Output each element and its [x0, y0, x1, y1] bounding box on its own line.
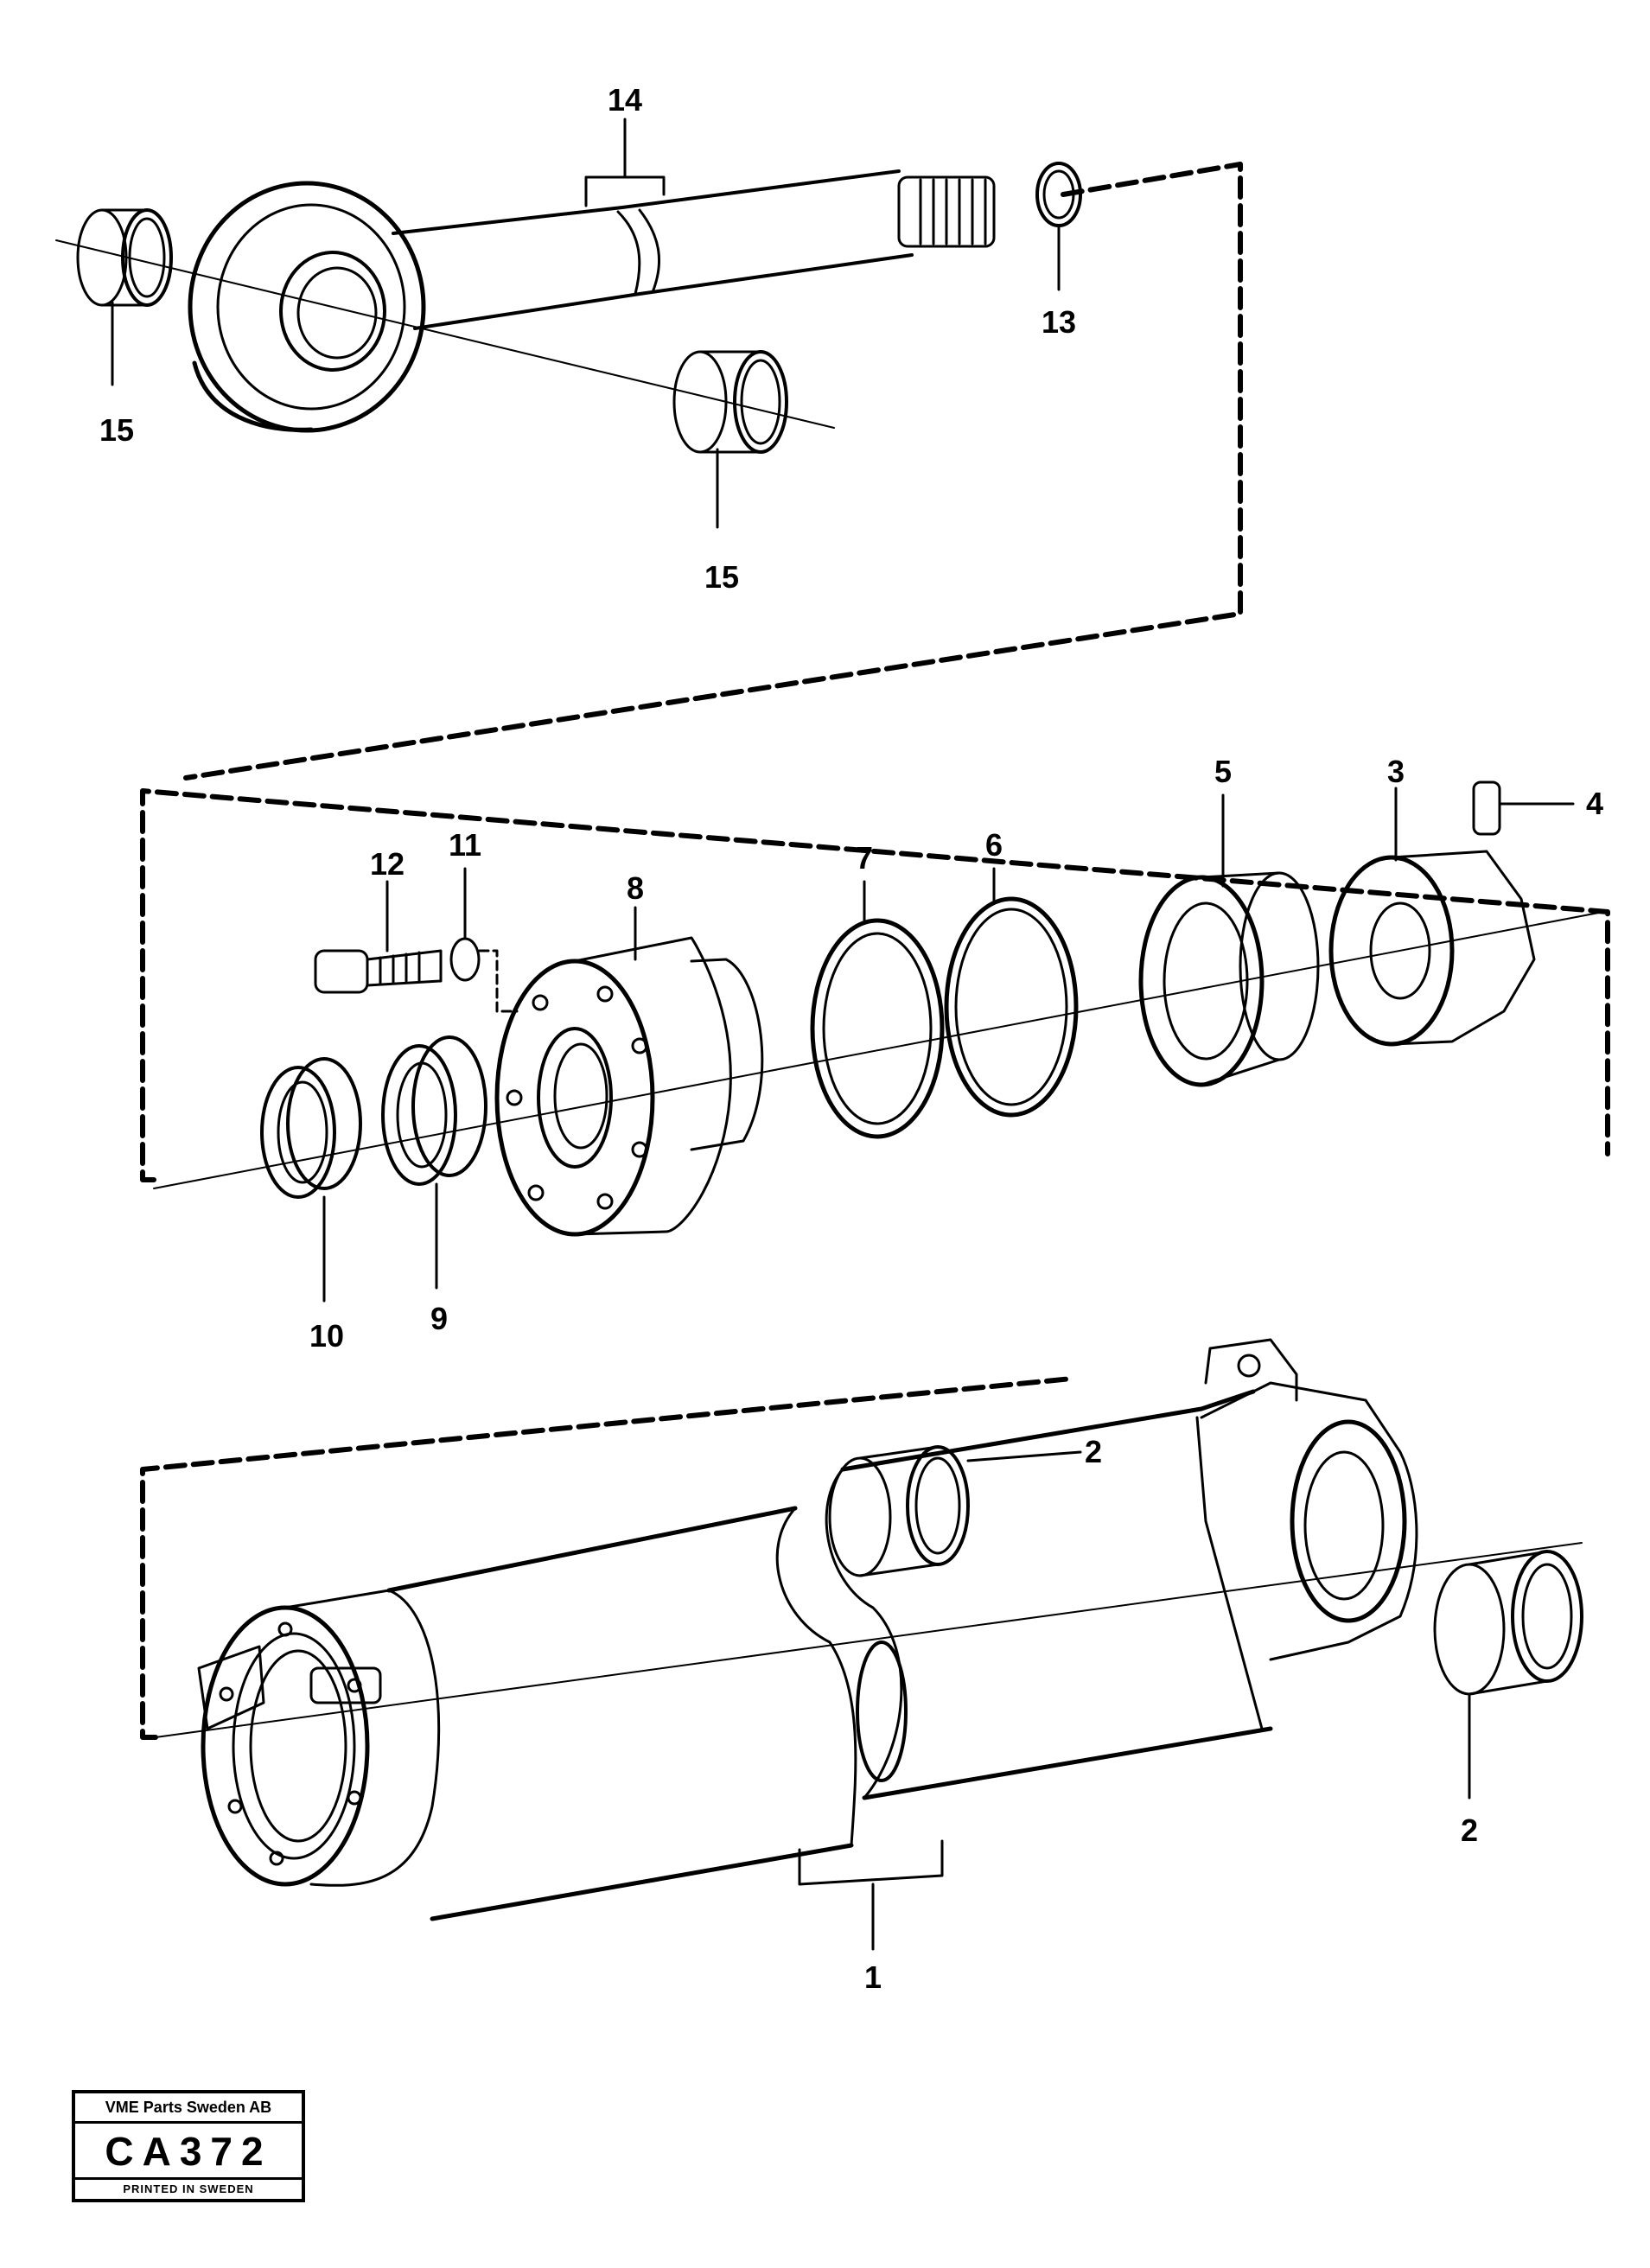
cylinder-head-assembly	[140, 780, 1610, 1303]
bushing-2-right	[1433, 1550, 1583, 1800]
cylinder-head-8	[494, 906, 764, 1237]
callout-15-bottom: 15	[704, 559, 739, 595]
callout-12: 12	[370, 846, 405, 882]
callout-5: 5	[1214, 754, 1232, 789]
bushing-2-top	[828, 1445, 1082, 1577]
callout-2-top: 2	[1085, 1434, 1102, 1469]
grease-nipple-4	[1472, 780, 1575, 836]
screw-12	[314, 880, 443, 994]
callout-3: 3	[1387, 754, 1405, 789]
callout-14: 14	[608, 82, 642, 118]
callout-9: 9	[430, 1301, 448, 1336]
callout-11: 11	[449, 827, 481, 863]
o-ring-6	[944, 867, 1079, 1118]
callout-8: 8	[627, 870, 644, 906]
callout-labels: 14 13 15 15 12 11 8 7 6 5 3 4 10 9 2 2 1	[99, 82, 1603, 1995]
piston-5	[1138, 793, 1320, 1087]
seal-ring-9	[381, 1035, 487, 1290]
cylinder-tube-1	[386, 1389, 1273, 1951]
o-ring-13	[1035, 162, 1082, 291]
callout-1: 1	[864, 1959, 882, 1995]
bushing-15-left	[76, 208, 173, 386]
piston-rod-assembly	[55, 118, 1243, 780]
callout-15-left: 15	[99, 412, 134, 448]
piston-rod-shaft	[392, 169, 996, 330]
piston-nut-3	[1328, 787, 1536, 1047]
callout-6: 6	[985, 827, 1003, 863]
washer-11	[449, 867, 519, 1013]
stamp-printed: PRINTED IN SWEDEN	[75, 2177, 302, 2199]
cylinder-flange	[197, 1589, 441, 1887]
callout-2-right: 2	[1461, 1812, 1478, 1848]
stamp-company: VME Parts Sweden AB	[75, 2093, 302, 2124]
callout-7: 7	[856, 840, 873, 876]
wiper-ring-10	[260, 1057, 362, 1303]
cylinder-tube-assembly	[140, 1338, 1583, 1951]
o-ring-7	[810, 880, 945, 1139]
cylinder-clevis	[1195, 1338, 1418, 1730]
bushing-15-bottom	[672, 350, 788, 529]
piston-rod-eye	[188, 181, 426, 433]
callout-13: 13	[1042, 304, 1076, 340]
callout-4: 4	[1586, 786, 1603, 821]
stamp-code: CA372	[105, 2129, 272, 2174]
callout-10: 10	[309, 1318, 344, 1354]
publisher-stamp: VME Parts Sweden AB CA372 PRINTED IN SWE…	[72, 2090, 305, 2202]
